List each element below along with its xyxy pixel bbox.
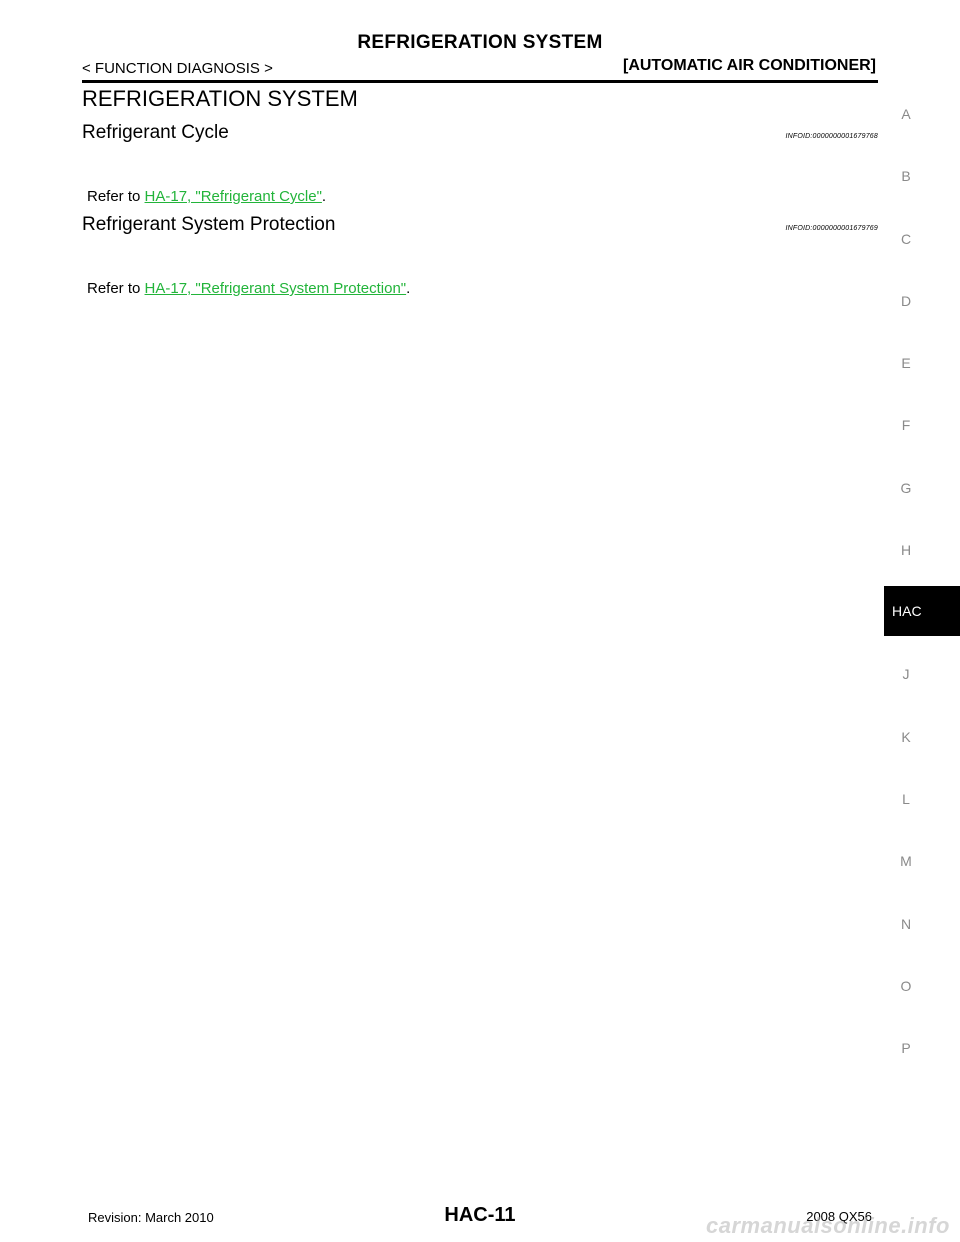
section-index-m[interactable]: M xyxy=(900,853,912,869)
breadcrumb-section: < FUNCTION DIAGNOSIS > xyxy=(82,60,273,77)
section-index-b[interactable]: B xyxy=(901,168,911,184)
header-divider xyxy=(82,80,878,83)
reference-link-refrigerant-cycle[interactable]: HA-17, "Refrigerant Cycle" xyxy=(144,188,322,205)
section-index-a[interactable]: A xyxy=(901,106,911,122)
section-title: REFRIGERATION SYSTEM xyxy=(82,86,358,111)
section-index-hac-active[interactable]: HAC xyxy=(884,586,960,636)
section-index-c[interactable]: C xyxy=(900,231,912,247)
section-index-k[interactable]: K xyxy=(901,729,911,745)
breadcrumb-system: [AUTOMATIC AIR CONDITIONER] xyxy=(622,57,876,74)
subsection-refrigerant-system-protection: Refrigerant System Protection INFOID:000… xyxy=(82,214,878,240)
section-index-d[interactable]: D xyxy=(900,293,912,309)
section-index-f[interactable]: F xyxy=(901,417,911,433)
section-index-h[interactable]: H xyxy=(900,542,912,558)
section-index-n[interactable]: N xyxy=(900,916,912,932)
page-title: REFRIGERATION SYSTEM xyxy=(357,32,603,53)
reference-suffix: . xyxy=(321,188,327,205)
section-index-l[interactable]: L xyxy=(902,791,910,807)
reference-prefix: Refer to xyxy=(87,188,145,205)
vehicle-model: 2008 QX56 xyxy=(806,1209,872,1224)
watermark: carmanualsonline.info xyxy=(706,1213,950,1238)
reference-line: Refer to HA-17, "Refrigerant Cycle". xyxy=(87,188,326,205)
section-index: A B C D E F G H HAC J K L M N O P xyxy=(884,0,960,1242)
subsection-title: Refrigerant System Protection xyxy=(82,214,336,235)
info-id: INFOID:0000000001679768 xyxy=(785,133,878,140)
subsection-title: Refrigerant Cycle xyxy=(82,122,229,143)
reference-link-refrigerant-system-protection[interactable]: HA-17, "Refrigerant System Protection" xyxy=(144,280,407,297)
section-index-g[interactable]: G xyxy=(900,480,912,496)
info-id: INFOID:0000000001679769 xyxy=(785,225,878,232)
section-index-o[interactable]: O xyxy=(900,978,912,994)
section-index-p[interactable]: P xyxy=(901,1040,911,1056)
reference-suffix: . xyxy=(406,280,411,297)
section-index-e[interactable]: E xyxy=(901,355,911,371)
reference-line: Refer to HA-17, "Refrigerant System Prot… xyxy=(87,280,410,297)
subsection-refrigerant-cycle: Refrigerant Cycle INFOID:000000000167976… xyxy=(82,122,878,148)
reference-prefix: Refer to xyxy=(87,280,145,297)
revision-date: Revision: March 2010 xyxy=(88,1210,214,1225)
page-number: HAC-11 xyxy=(444,1204,516,1226)
section-index-j[interactable]: J xyxy=(902,666,910,682)
